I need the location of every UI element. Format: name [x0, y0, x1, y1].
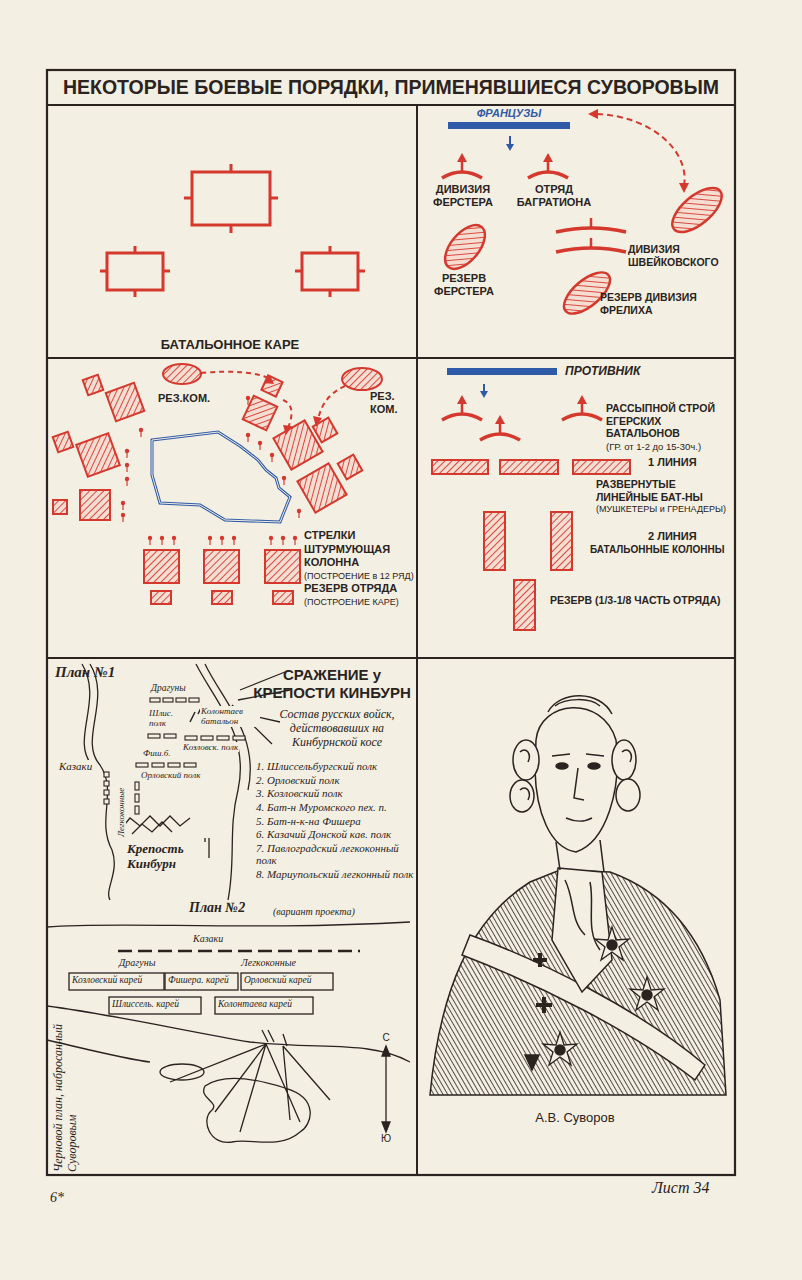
text-label: Орловский полк	[140, 770, 201, 780]
text-label: Лист 34	[652, 1178, 732, 1197]
suvorov-portrait	[430, 696, 726, 1095]
text-label: Колонтаева карей	[217, 999, 293, 1010]
text-label: Козловский карей	[71, 975, 143, 986]
text-label: 4. Бат-н Муромского пех. п.	[256, 801, 414, 814]
page-title: НЕКОТОРЫЕ БОЕВЫЕ ПОРЯДКИ, ПРИМЕНЯВШИЕСЯ …	[49, 76, 733, 99]
text-label: СРАЖЕНИЕ у КРЕПОСТИ КИНБУРН	[252, 666, 412, 702]
text-label: Фиш.б.	[142, 748, 172, 758]
text-label: Драгуны	[150, 683, 187, 694]
text-label: Казаки	[58, 760, 93, 773]
text-label: Ю	[380, 1133, 392, 1145]
text-label: (вариант проекта)	[272, 906, 356, 918]
text-label: Фишера. карей	[167, 975, 230, 986]
text-label: 3. Козловский полк	[256, 787, 414, 800]
text-label: 5. Бат-н-к-на Фишера	[256, 815, 414, 828]
text-label: РЕЗ. КОМ.	[370, 390, 414, 416]
text-label: Легкоконные	[240, 957, 297, 969]
text-label: РЕЗЕРВ ДИВИЗИЯ ФРЕЛИХА	[600, 291, 728, 316]
text-label: 6. Казачий Донской кав. полк	[256, 828, 414, 841]
text-label: Черновой план, набросанный Суворовым	[52, 1004, 80, 1172]
text-label: 6*	[50, 1190, 80, 1207]
text-label: БАТАЛЬОННЫЕ КОЛОННЫ	[590, 544, 732, 556]
text-label: (ГР. от 1-2 до 15-30ч.)	[606, 441, 732, 452]
text-label: Колонтаев батальон	[200, 706, 260, 727]
text-label: Шлиссель. карей	[111, 999, 180, 1010]
text-label: Казаки	[192, 933, 224, 945]
text-label: С	[380, 1032, 392, 1044]
text-label: ДИВИЗИЯ ФЕРСТЕРА	[424, 183, 502, 209]
text-label: (ПОСТРОЕНИЕ в 12 РЯД)	[304, 571, 414, 582]
text-label: Состав русских войск, действовавших на К…	[262, 708, 412, 749]
text-label: 2 ЛИНИЯ	[648, 530, 728, 543]
enemy-bar: ПРОТИВНИК	[447, 365, 640, 379]
text-label: План №2	[188, 900, 246, 916]
text-label: РЕЗЕРВ ФЕРСТЕРА	[424, 272, 504, 298]
text-label: РЕЗЕРВ ОТРЯДА	[304, 582, 414, 595]
node-title: ПРОТИВНИК	[565, 365, 640, 379]
text-label: ДИВИЗИЯ ШВЕЙКОВСКОГО	[628, 243, 732, 268]
text-label: 2. Орловский полк	[256, 774, 414, 787]
text-label: РАЗВЕРНУТЫЕ ЛИНЕЙНЫЕ БАТ-НЫ	[596, 478, 730, 503]
node-title: ФРАНЦУЗЫ	[448, 107, 570, 120]
army-bar: ФРАНЦУЗЫ	[448, 107, 570, 129]
text-label: Орловский карей	[243, 975, 312, 986]
text-label: 7. Павлоградский легкоконный полк	[256, 842, 414, 867]
text-label: БАТАЛЬОННОЕ КАРЕ	[155, 337, 305, 353]
text-label: 1. Шлиссельбургский полк	[256, 760, 414, 773]
text-label: (ПОСТРОЕНИЕ КАРЕ)	[304, 597, 414, 608]
text-label: Крепость Кинбурн	[126, 842, 206, 872]
text-label: ШТУРМУЮЩАЯ КОЛОННА	[304, 543, 414, 569]
text-label: 1 ЛИНИЯ	[648, 456, 728, 469]
page-frame	[47, 70, 735, 1175]
text-label: Легкоконные	[116, 787, 126, 838]
text-label: Драгуны	[118, 957, 156, 969]
text-label: Козловск. полк	[182, 742, 239, 752]
text-label: ОТРЯД БАГРАТИОНА	[506, 183, 602, 209]
text-label: (МУШКЕТЕРЫ и ГРЕНАДЕРЫ)	[596, 504, 730, 515]
kinburn-plan-2	[47, 922, 410, 1142]
front-line-bar	[447, 368, 557, 375]
text-label: РАССЫПНОЙ СТРОЙ ЕГЕРСКИХ БАТАЛЬОНОВ	[606, 402, 732, 440]
text-label: РЕЗ.КОМ.	[158, 392, 228, 405]
text-label: Шлис. полк	[148, 708, 182, 729]
text-label: 8. Мариупольский легконный полк	[256, 868, 414, 881]
battalion-squares	[100, 164, 365, 297]
text-label: План №1	[55, 664, 145, 681]
text-label: РЕЗЕРВ (1/3-1/8 ЧАСТЬ ОТРЯДА)	[550, 594, 730, 607]
text-label: СТРЕЛКИ	[304, 529, 414, 542]
front-line-bar	[448, 122, 570, 129]
text-label: А.В. Суворов	[510, 1110, 640, 1126]
